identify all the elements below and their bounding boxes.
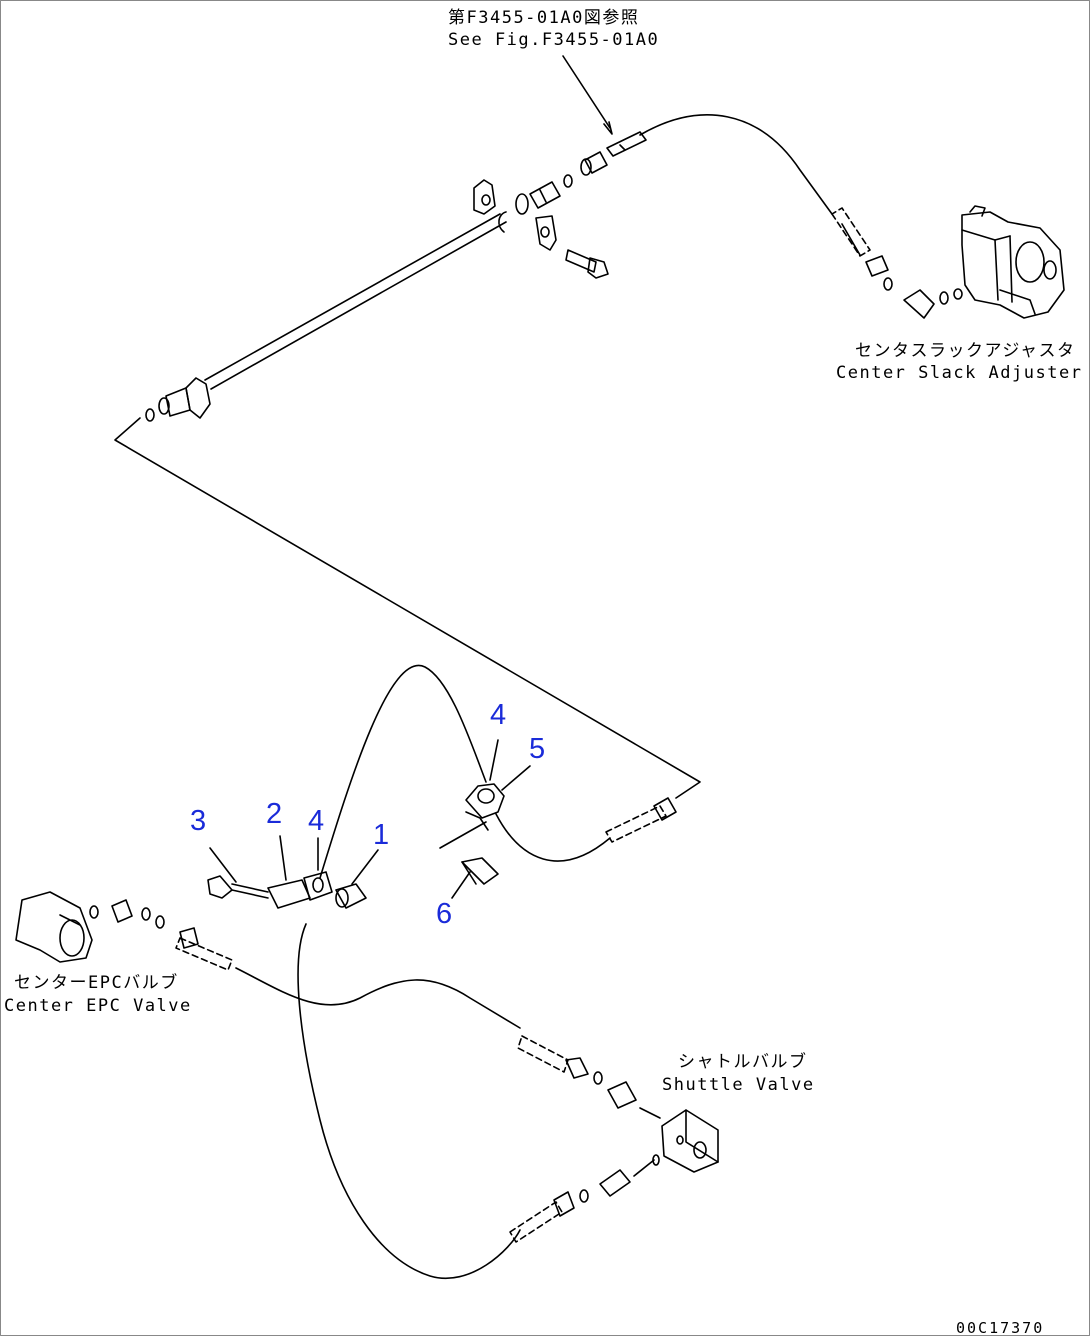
callout-1: 1	[373, 819, 390, 851]
shuttle-valve-part	[652, 1109, 719, 1173]
fitting-cluster-left	[207, 835, 379, 909]
lower-loop-hose	[297, 923, 655, 1279]
epc-to-shuttle-hose	[235, 967, 661, 1119]
callout-2: 2	[266, 798, 283, 830]
callout-4-upper: 4	[490, 699, 507, 731]
loop-hose	[319, 664, 611, 879]
shuttle-valve-label-jp: シャトルバルブ	[678, 1052, 808, 1072]
slack-adjuster-label-jp: センタスラックアジャスタ	[855, 341, 1076, 361]
epc-valve-part	[15, 891, 233, 971]
callout-6: 6	[436, 898, 453, 930]
callout-4-lower: 4	[308, 805, 325, 837]
callout-3: 3	[190, 805, 207, 837]
shuttle-valve-label-en: Shuttle Valve	[662, 1075, 815, 1095]
drawing-number: 00C17370	[956, 1319, 1045, 1336]
reference-leader	[562, 55, 613, 135]
epc-valve-label-jp: センターEPCバルブ	[14, 973, 179, 993]
reference-note-jp: 第F3455-01A0図参照	[448, 8, 640, 28]
upper-fittings	[145, 131, 963, 422]
fitting-cluster-right	[439, 739, 531, 899]
upper-tube	[204, 114, 861, 390]
long-hose	[114, 417, 701, 799]
reference-note-en: See Fig.F3455-01A0	[448, 30, 660, 50]
epc-valve-label-en: Center EPC Valve	[4, 996, 192, 1016]
slack-adjuster-label-en: Center Slack Adjuster	[836, 363, 1083, 383]
hose-fitting-right	[605, 797, 677, 843]
slack-adjuster-part	[961, 205, 1065, 319]
callout-5: 5	[529, 733, 546, 765]
